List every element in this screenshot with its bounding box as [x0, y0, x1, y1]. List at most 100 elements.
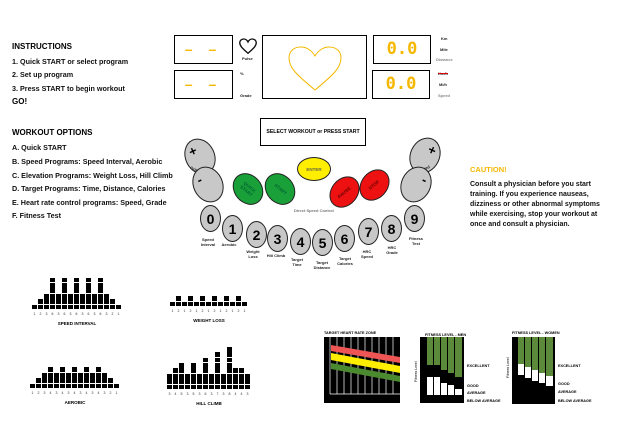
profile-level-tick: 1 — [115, 391, 118, 395]
profile-bar-cell — [242, 301, 248, 307]
profile-level-tick: 1 — [183, 309, 186, 313]
profile-bar-cell — [86, 283, 92, 288]
profile-bar-cell — [245, 373, 251, 379]
fitness-women-level: BELOW AVERAGE — [558, 399, 592, 403]
profile-level-tick: 2 — [225, 309, 228, 313]
number-key-2[interactable]: 2 — [246, 221, 267, 248]
profile-bar-cell — [212, 296, 218, 301]
profile-level-tick: 4 — [240, 392, 243, 396]
profile-bar-cell — [173, 368, 179, 374]
profile-level-tick: 2 — [109, 391, 112, 395]
profile-level-tick: 4 — [174, 392, 177, 396]
number-key-8[interactable]: 8 — [381, 215, 402, 242]
profile-bar-cell — [170, 301, 176, 307]
quick-start-button[interactable]: QUICK START — [226, 166, 270, 212]
profile-level-tick: 2 — [111, 312, 114, 316]
profile-bar-cell — [74, 293, 80, 299]
profile-level-tick: 3 — [186, 392, 189, 396]
profile-level-tick: 4 — [97, 391, 100, 395]
profile-bar-cell — [84, 383, 90, 389]
profile-bar-cell — [62, 293, 68, 299]
profile-bar-cell — [200, 301, 206, 307]
pulse-label: Pulse — [242, 56, 253, 61]
profile-level-tick: 3 — [91, 391, 94, 395]
profile-bar-cell — [191, 384, 197, 390]
profile-bar-cell — [227, 352, 233, 357]
workout-option: A. Quick START — [12, 143, 67, 152]
profile-bar-cell — [98, 283, 104, 288]
profile-bar-cell — [230, 301, 236, 307]
number-key-label: HRC Speed — [360, 249, 373, 259]
profile-level-tick: 3 — [57, 312, 60, 316]
workout-option: E. Heart rate control programs: Speed, G… — [12, 198, 167, 207]
profile-bar-cell — [227, 373, 233, 379]
profile-bar-cell — [224, 301, 230, 307]
number-key-0[interactable]: 0 — [200, 205, 221, 232]
profile-bar-cell — [66, 372, 72, 378]
profile-bar-cell — [203, 384, 209, 390]
profile-bar-cell — [104, 293, 110, 299]
go-text: GO! — [12, 97, 28, 106]
profile-level-tick: 3 — [103, 391, 106, 395]
profile-bar-cell — [84, 367, 90, 373]
profile-bar-cell — [42, 378, 48, 383]
profile-bar-cell — [60, 372, 66, 378]
profile-bar-cell — [110, 299, 116, 304]
profile-level-tick: 4 — [85, 391, 88, 395]
number-key-7[interactable]: 7 — [358, 218, 379, 245]
profile-bar-cell — [236, 296, 242, 301]
profile-level-tick: 4 — [234, 392, 237, 396]
profile-bar-cell — [56, 299, 62, 304]
profile-bar-cell — [197, 379, 203, 384]
profile-bar-cell — [185, 379, 191, 384]
profile-bar-cell — [104, 299, 110, 304]
start-button[interactable]: START — [258, 166, 302, 212]
profile-bar-cell — [233, 368, 239, 374]
profile-bar-cell — [179, 363, 185, 368]
number-key-9[interactable]: 9 — [404, 205, 425, 232]
profile-level-tick: 6 — [99, 312, 102, 316]
profile-level-tick: 4 — [49, 391, 52, 395]
profile-level-tick: 2 — [237, 309, 240, 313]
profile-bar-cell — [227, 363, 233, 368]
fitness-men-chart — [420, 337, 464, 403]
profile-bar-cell — [108, 383, 114, 389]
number-key-digit: 5 — [318, 234, 327, 251]
profile-bar-cell — [66, 378, 72, 383]
profile-bar-cell — [185, 373, 191, 379]
profile-bar-cell — [236, 301, 242, 307]
profile-bar-cell — [197, 384, 203, 390]
number-key-digit: 9 — [410, 210, 419, 227]
profile-bar-cell — [68, 299, 74, 304]
profile-bar-cell — [84, 372, 90, 378]
stop-button[interactable]: STOP — [353, 163, 396, 207]
profile-level-tick: 2 — [201, 309, 204, 313]
profile-level-tick: 1 — [31, 391, 34, 395]
profile-bar-cell — [239, 373, 245, 379]
speed-display: 0.0 — [372, 70, 430, 99]
number-key-6[interactable]: 6 — [334, 225, 355, 252]
profile-bar-cell — [227, 379, 233, 384]
profile-bar-cell — [74, 299, 80, 304]
profile-bar-cell — [96, 367, 102, 373]
profile-bar-cell — [173, 379, 179, 384]
profile-level-tick: 3 — [55, 391, 58, 395]
profile-level-tick: 2 — [177, 309, 180, 313]
number-key-5[interactable]: 5 — [312, 229, 333, 256]
number-key-3[interactable]: 3 — [267, 225, 288, 252]
profile-bar-cell — [203, 357, 209, 363]
profile-bar-cell — [86, 299, 92, 304]
profile-bar-cell — [36, 383, 42, 389]
number-key-4[interactable]: 4 — [290, 228, 311, 255]
number-key-1[interactable]: 1 — [222, 215, 243, 242]
enter-button[interactable]: ENTER — [297, 157, 331, 181]
profile-level-tick: 3 — [246, 392, 249, 396]
profile-bar-cell — [50, 277, 56, 283]
profile-bar-cell — [74, 288, 80, 294]
number-key-digit: 6 — [340, 230, 349, 247]
profile-bar-cell — [72, 372, 78, 378]
number-key-label: Fitness Test — [408, 236, 423, 246]
profile-bar-cell — [60, 378, 66, 383]
profile-level-tick: 3 — [198, 392, 201, 396]
profile-bar-cell — [54, 372, 60, 378]
